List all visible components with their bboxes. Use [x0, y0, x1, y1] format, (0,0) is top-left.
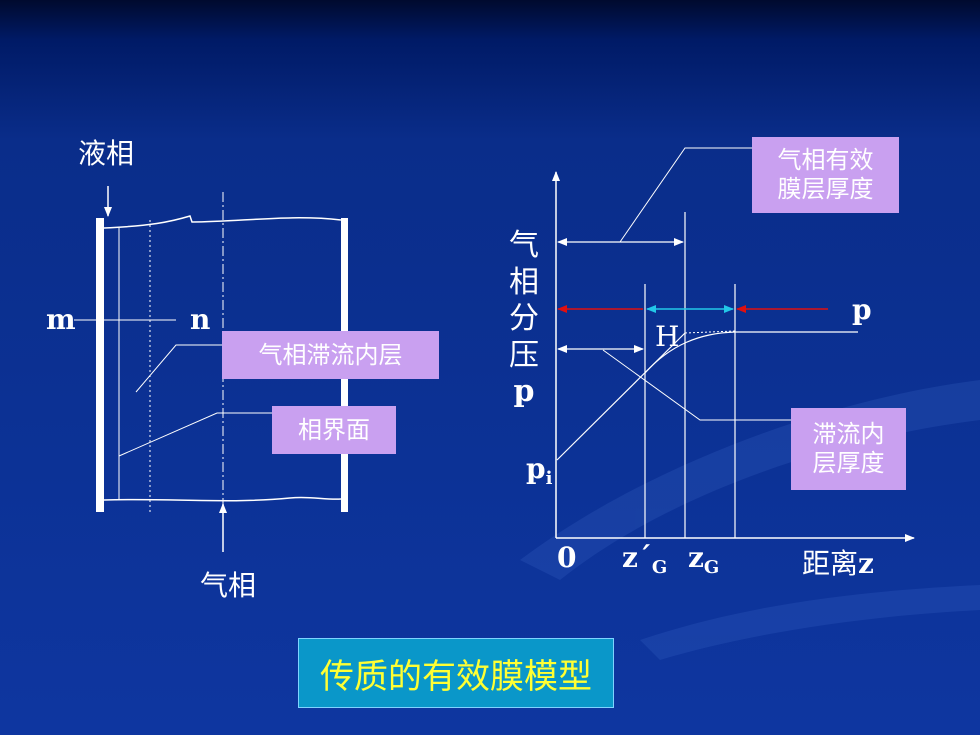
- film-top-edge: [103, 215, 342, 229]
- x-axis-label: 距离z: [802, 550, 874, 578]
- background-swoosh: [520, 380, 980, 660]
- n-label: n: [190, 303, 211, 336]
- film-bottom-edge: [103, 496, 342, 502]
- slide-title: 传质的有效膜模型: [298, 638, 614, 708]
- laminar-thickness-box: 滞流内 层厚度: [791, 408, 906, 490]
- m-label: m: [46, 303, 76, 336]
- inner-layer-leader: [135, 344, 222, 393]
- effective-film-leader: [619, 147, 752, 243]
- H-label: H: [655, 320, 680, 353]
- p-bulk-label: p: [852, 293, 872, 326]
- gas-phase-label: 气相: [200, 569, 257, 602]
- y-axis-char-5: p: [513, 374, 535, 410]
- zg-sub: G: [703, 557, 720, 578]
- interface-leader: [118, 412, 272, 457]
- y-axis-label: 气 相 分 压 p: [506, 228, 542, 411]
- liquid-phase-label: 液相: [78, 137, 135, 170]
- inner-layer-box: 气相滞流内层: [222, 331, 439, 379]
- x-axis-label-var: z: [858, 547, 874, 580]
- effective-film-box-line1: 气相有效: [777, 146, 874, 175]
- zg-main: z: [688, 541, 704, 574]
- y-axis-char-1: 气: [509, 228, 539, 263]
- zg-prime-sub: G: [651, 557, 668, 578]
- interface-box: 相界面: [272, 406, 396, 454]
- zg-prime-label: z´G: [622, 544, 667, 577]
- pi-sub: i: [545, 468, 553, 489]
- pi-label: pi: [526, 455, 552, 488]
- x-axis-label-zh: 距离: [802, 547, 859, 580]
- zg-label: zG: [688, 544, 719, 577]
- origin-label: 0: [557, 541, 577, 574]
- pressure-dotted-extension: [684, 330, 736, 334]
- zg-prime-main: z´: [622, 541, 652, 574]
- laminar-box-line1: 滞流内: [812, 420, 885, 449]
- y-axis-char-3: 分: [509, 301, 539, 337]
- laminar-box-line2: 层厚度: [812, 449, 885, 477]
- effective-film-box: 气相有效 膜层厚度: [752, 137, 899, 213]
- laminar-leader: [602, 349, 793, 421]
- y-axis-char-2: 相: [509, 264, 539, 300]
- effective-film-box-line2: 膜层厚度: [777, 175, 874, 203]
- pressure-linear-segment: [556, 332, 686, 461]
- liquid-wall: [96, 218, 104, 512]
- y-axis-char-4: 压: [509, 337, 539, 373]
- pressure-curve: [644, 331, 858, 374]
- right-pressure-diagram: [552, 147, 915, 542]
- pi-main: p: [526, 452, 546, 485]
